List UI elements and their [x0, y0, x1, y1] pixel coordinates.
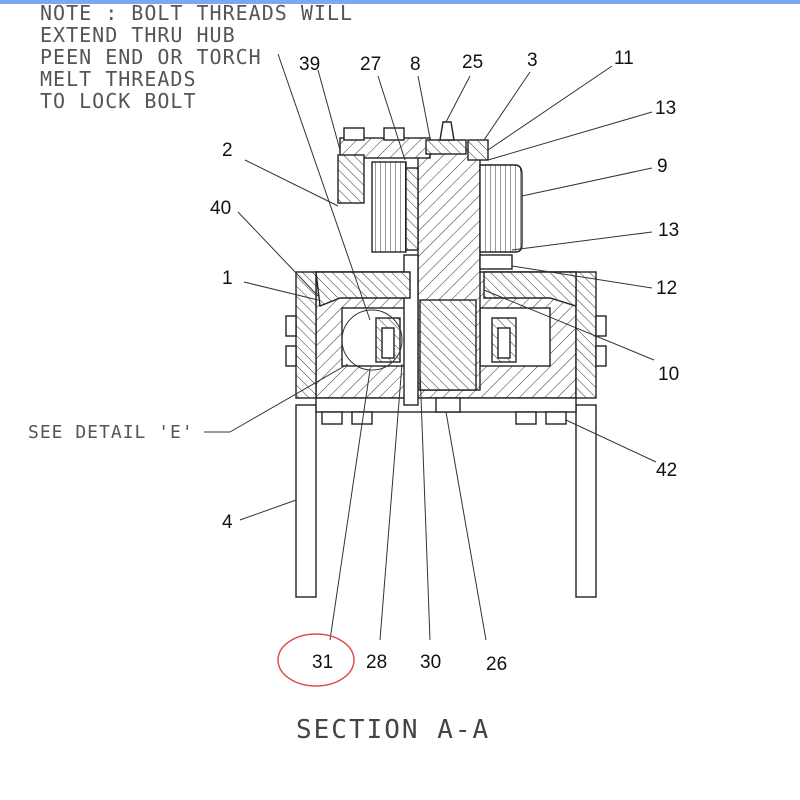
- callout-28: 28: [366, 652, 387, 673]
- grease-fitting: [439, 121, 455, 141]
- callout-1: 1: [222, 268, 233, 289]
- note-line-2: EXTEND THRU HUB: [40, 23, 236, 47]
- highlight-circle-31: [277, 633, 355, 687]
- callout-9: 9: [657, 156, 668, 177]
- note-line-5: TO LOCK BOLT: [40, 89, 197, 113]
- callout-numbers: 39 27 8 25 3 11 13 9 2 13 40 12 1 10 42 …: [210, 48, 679, 675]
- callout-3: 3: [527, 50, 538, 71]
- callout-12: 12: [656, 278, 677, 299]
- note-line-1: NOTE : BOLT THREADS WILL: [40, 1, 353, 25]
- left-bearing-bolt: [381, 327, 395, 359]
- callout-42: 42: [656, 460, 677, 481]
- base-bolt-3: [515, 411, 537, 425]
- side-bolt-left-1: [285, 315, 297, 337]
- note-line-3: PEEN END OR TORCH: [40, 45, 262, 69]
- side-bolt-left-2: [285, 345, 297, 367]
- right-bearing-bolt: [497, 327, 511, 359]
- bolt-note: NOTE : BOLT THREADS WILL EXTEND THRU HUB…: [40, 1, 353, 113]
- see-detail-label: SEE DETAIL 'E': [28, 422, 194, 443]
- callout-13-lower: 13: [658, 220, 679, 241]
- callout-2: 2: [222, 140, 233, 161]
- callout-13-upper: 13: [655, 98, 676, 119]
- detail-e-circle: [341, 309, 403, 371]
- callout-40: 40: [210, 198, 231, 219]
- housing-top-left: [315, 271, 411, 307]
- callout-25: 25: [462, 52, 483, 73]
- hub-nut: [435, 397, 461, 413]
- top-bolt-2: [383, 127, 405, 141]
- upper-right-collar: [467, 139, 489, 161]
- hub: [419, 299, 477, 391]
- callout-30: 30: [420, 652, 441, 673]
- callout-8: 8: [410, 54, 421, 75]
- browser-top-edge: [0, 0, 800, 4]
- callout-31: 31: [312, 652, 333, 673]
- side-bolt-right-1: [595, 315, 607, 337]
- callout-11: 11: [614, 48, 634, 69]
- callout-39: 39: [299, 54, 320, 75]
- left-leg: [295, 404, 317, 598]
- upper-left-spacer: [405, 167, 419, 251]
- upper-left-gear: [371, 161, 407, 253]
- callout-4: 4: [222, 512, 233, 533]
- seal-ring: [479, 254, 513, 270]
- base-bolt-4: [545, 411, 567, 425]
- section-title: SECTION A-A: [296, 715, 490, 745]
- note-line-4: MELT THREADS: [40, 67, 197, 91]
- base-bolt-1: [321, 411, 343, 425]
- top-bolt-1: [343, 127, 365, 141]
- upper-left-bracket: [337, 154, 365, 204]
- callout-10: 10: [658, 364, 679, 385]
- right-leg: [575, 404, 597, 598]
- side-bolt-right-2: [595, 345, 607, 367]
- leader-lines: [204, 53, 657, 641]
- upper-right-gear: [479, 164, 523, 253]
- callout-27: 27: [360, 54, 381, 75]
- top-washer: [425, 139, 467, 155]
- callout-26: 26: [486, 654, 507, 675]
- housing-top-right: [483, 271, 577, 307]
